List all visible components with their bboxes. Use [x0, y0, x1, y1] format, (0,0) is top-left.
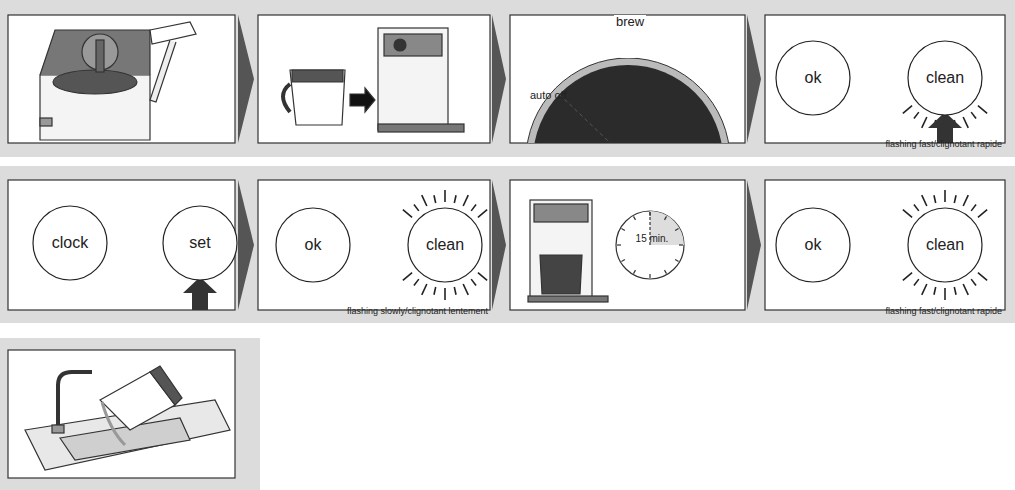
flash-ray: [914, 112, 919, 118]
button-circle: clock: [32, 205, 108, 281]
timer-tick: [675, 229, 678, 231]
timer-tick: [617, 244, 621, 245]
flash-ray: [963, 284, 968, 295]
brewing-machine: [528, 200, 684, 302]
flash-ray: [903, 106, 912, 114]
button-label: clock: [32, 234, 108, 252]
flash-ray: [922, 284, 927, 295]
button-label: clean: [907, 69, 983, 87]
flash-ray: [478, 210, 487, 218]
button-circle: set: [162, 205, 238, 281]
flash-ray: [954, 287, 956, 295]
caption-text: brew: [614, 15, 646, 29]
flash-ray: [414, 205, 419, 211]
flash-rays: [403, 106, 987, 300]
brew-dial: [526, 50, 730, 143]
flash-ray: [922, 195, 927, 206]
flash-ray: [454, 287, 456, 295]
flash-ray: [478, 273, 487, 281]
timer-tick: [679, 244, 683, 245]
flash-ray: [963, 117, 968, 128]
press-arrow: [183, 112, 962, 310]
flash-ray: [444, 288, 446, 300]
step-panel: [8, 15, 1005, 478]
button-label: clean: [907, 236, 983, 254]
flash-ray: [944, 190, 946, 202]
flash-ray: [903, 273, 912, 281]
button-label: clean: [407, 236, 483, 254]
button-label: ok: [275, 236, 351, 254]
flash-ray: [463, 195, 468, 206]
timer-ticks: [617, 212, 683, 278]
flash-ray: [471, 205, 476, 211]
button-circle: ok: [275, 207, 351, 283]
flash-ray: [944, 288, 946, 300]
flash-ray: [403, 273, 412, 281]
caption-text: flashing fast/clignotant rapide: [885, 140, 1002, 150]
flash-ray: [914, 279, 919, 285]
button-circle: clean: [907, 207, 983, 283]
caption-text: auto off: [530, 89, 567, 101]
flash-ray: [414, 279, 419, 285]
flash-ray: [422, 284, 427, 295]
timer-tick: [621, 229, 624, 231]
button-label: ok: [775, 69, 851, 87]
flash-ray: [444, 190, 446, 202]
flash-ray: [963, 195, 968, 206]
timer-tick: [665, 270, 667, 273]
flash-ray: [471, 279, 476, 285]
caption-text: flashing slowly/clignotant lentement: [347, 307, 488, 317]
flash-ray: [463, 284, 468, 295]
timer-tick: [675, 260, 678, 262]
flash-ray: [454, 195, 456, 203]
caption-text: flashing fast/clignotant rapide: [885, 307, 1002, 317]
button-label: ok: [775, 236, 851, 254]
flash-ray: [434, 195, 436, 203]
flash-ray: [971, 205, 976, 211]
button-circle: clean: [907, 40, 983, 116]
flash-ray: [954, 195, 956, 203]
step-band: [0, 166, 1015, 323]
step-band: [0, 338, 260, 490]
carafe-insert: [283, 28, 464, 132]
flash-ray: [434, 287, 436, 295]
flash-ray: [934, 287, 936, 295]
timer-tick: [649, 212, 650, 216]
flash-ray: [403, 210, 412, 218]
flash-ray: [978, 210, 987, 218]
flash-ray: [903, 210, 912, 218]
flash-ray: [978, 273, 987, 281]
button-circle: clean: [407, 207, 483, 283]
flash-ray: [978, 106, 987, 114]
timer-tick: [665, 216, 667, 219]
flash-ray: [922, 117, 927, 128]
timer-tick: [649, 274, 650, 278]
flash-ray: [971, 112, 976, 118]
button-circle: ok: [775, 40, 851, 116]
timer-tick: [621, 260, 624, 262]
step-chevron: [238, 15, 761, 310]
flash-ray: [914, 205, 919, 211]
open-machine: [40, 22, 196, 140]
step-band: [0, 0, 1015, 157]
rinse-sink: [25, 366, 230, 470]
flash-ray: [971, 279, 976, 285]
button-circle: ok: [775, 207, 851, 283]
button-label: set: [162, 234, 238, 252]
caption-text: 15 min.: [636, 233, 669, 244]
timer-tick: [634, 270, 636, 273]
timer-tick: [634, 216, 636, 219]
flash-ray: [934, 195, 936, 203]
flash-ray: [422, 195, 427, 206]
